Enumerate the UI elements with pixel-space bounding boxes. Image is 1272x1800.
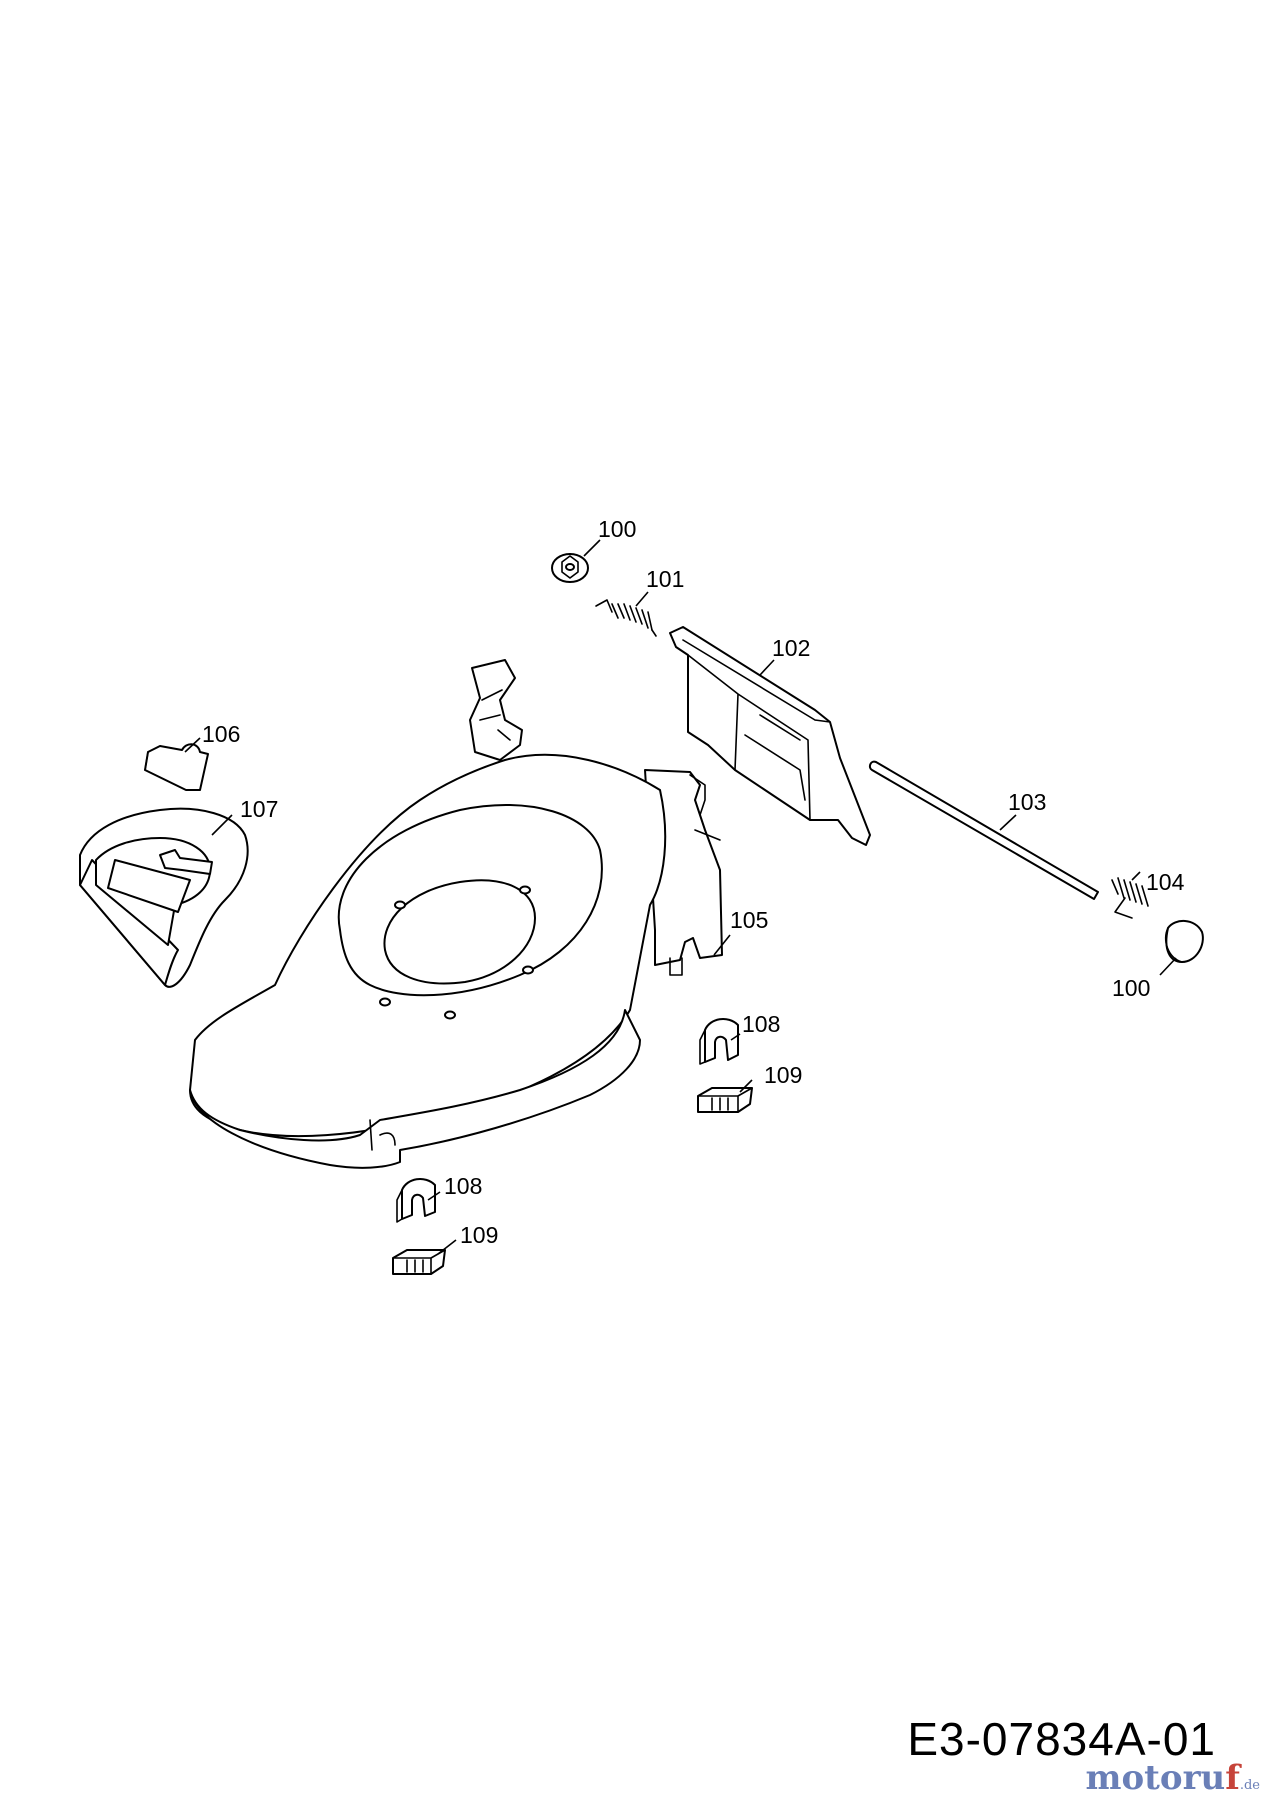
part-107-rear-cover bbox=[79, 807, 249, 988]
leader-lines bbox=[184, 539, 1177, 1255]
callout-101: 101 bbox=[646, 566, 684, 592]
watermark-brand: motoru bbox=[1085, 1758, 1226, 1798]
part-108-clip-upper bbox=[699, 1018, 739, 1065]
watermark-accent: f bbox=[1225, 1758, 1240, 1798]
callout-108-upper: 108 bbox=[742, 1011, 780, 1037]
callout-109-upper: 109 bbox=[764, 1062, 802, 1088]
part-109-block-lower bbox=[392, 1249, 446, 1275]
callout-109-lower: 109 bbox=[460, 1222, 498, 1248]
part-101-spring bbox=[595, 599, 657, 637]
watermark-logo: motoruf.de bbox=[1086, 1758, 1260, 1798]
callout-103: 103 bbox=[1008, 789, 1046, 815]
drawing-number: E3-07834A-01 bbox=[907, 1713, 1216, 1765]
part-100-cap-right bbox=[1164, 920, 1204, 963]
part-100-washer-top bbox=[551, 553, 589, 583]
callout-108-lower: 108 bbox=[444, 1173, 482, 1199]
callout-102: 102 bbox=[772, 635, 810, 661]
part-106-plate bbox=[144, 743, 209, 791]
part-103-hinge-rod bbox=[868, 760, 1099, 900]
callout-105: 105 bbox=[730, 907, 768, 933]
part-104-spring bbox=[1111, 877, 1149, 919]
callout-104: 104 bbox=[1146, 869, 1185, 895]
part-102-flap-door bbox=[669, 626, 871, 846]
callout-100-right: 100 bbox=[1112, 975, 1150, 1001]
part-108-clip-lower bbox=[396, 1178, 436, 1223]
part-105-deck-housing bbox=[189, 659, 723, 1169]
callout-107: 107 bbox=[240, 796, 278, 822]
callout-106: 106 bbox=[202, 721, 240, 747]
part-109-block-upper bbox=[697, 1087, 753, 1113]
callout-100-top: 100 bbox=[598, 516, 636, 542]
watermark-suffix: .de bbox=[1239, 1778, 1260, 1793]
